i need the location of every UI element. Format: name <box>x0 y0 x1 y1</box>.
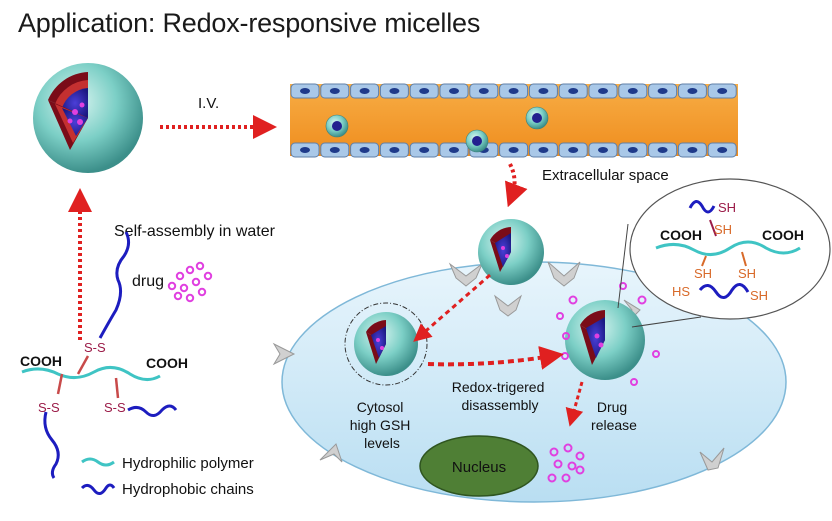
endothelial-nucleus <box>717 88 728 94</box>
release-arrow <box>565 381 584 427</box>
endothelial-nucleus <box>538 147 549 153</box>
iv-label: I.V. <box>198 95 219 112</box>
endothelial-nucleus <box>568 88 579 94</box>
micelle-in-vessel <box>465 129 489 153</box>
zoom-connector <box>617 223 629 309</box>
endothelial-nucleus <box>508 88 519 94</box>
endothelial-nucleus <box>300 147 310 153</box>
drug-release-label: Drug release <box>591 399 637 433</box>
micelle-releasing <box>565 300 645 380</box>
legend-label: Hydrophilic polymer <box>122 455 254 472</box>
endocytosis-chevron <box>272 261 725 471</box>
thiol-label: HS <box>672 284 690 299</box>
released-drug <box>547 282 660 483</box>
polymer-cooh-left: COOH <box>20 353 62 369</box>
vessel-bottom-endothelium <box>290 142 737 158</box>
endothelial-nucleus <box>568 147 579 153</box>
micelle-in-vessel <box>525 106 549 130</box>
redox-label: Redox-trigered disassembly <box>452 379 549 413</box>
endothelial-nucleus <box>389 88 400 94</box>
thiol-label: SH <box>750 288 768 303</box>
endothelial-nucleus <box>449 147 459 153</box>
nucleus <box>419 435 539 497</box>
endothelial-nucleus <box>329 147 340 153</box>
micelle-in-cytosol <box>344 302 428 386</box>
endothelial-nucleus <box>359 147 370 153</box>
endothelial-nucleus <box>419 88 430 94</box>
polymer-structure <box>21 231 178 479</box>
zoom-inset <box>629 178 831 320</box>
endothelial-nucleus <box>717 147 728 153</box>
endothelial-nucleus <box>627 147 638 153</box>
thiol-label: SH <box>718 200 736 215</box>
endothelial-nucleus <box>359 88 370 94</box>
thiol-label: SH <box>714 222 732 237</box>
endothelial-nucleus <box>687 88 698 94</box>
self-assembly-label: Self-assembly in water <box>114 223 276 240</box>
endothelial-nucleus <box>329 88 340 94</box>
drug-label: drug <box>132 273 164 290</box>
endothelial-nucleus <box>598 88 608 94</box>
endothelial-nucleus <box>538 88 549 94</box>
endothelial-nucleus <box>449 88 459 94</box>
legend-swatch-hydrophilic <box>81 457 115 467</box>
thiol-label: SH <box>738 266 756 281</box>
micelle-large <box>33 63 143 173</box>
legend: Hydrophilic polymer Hydrophobic chains <box>80 455 254 498</box>
zoom-cooh-left: COOH <box>660 227 702 243</box>
endothelial-nucleus <box>657 88 668 94</box>
ss-bond-label: S-S <box>84 340 106 355</box>
endothelial-nucleus <box>508 147 519 153</box>
endosome-arrow <box>413 273 491 342</box>
ss-bond-label: S-S <box>104 400 126 415</box>
micelle-entering-cell <box>478 219 544 285</box>
blood-vessel <box>290 83 738 158</box>
extravasation-arrow <box>504 163 528 208</box>
endothelial-nucleus <box>627 88 638 94</box>
legend-label: Hydrophobic chains <box>122 481 254 498</box>
endothelial-nucleus <box>687 147 698 153</box>
drug-molecules <box>167 261 213 303</box>
nucleus-label: Nucleus <box>452 459 506 476</box>
zoom-connector <box>631 316 702 328</box>
vessel-top-endothelium <box>290 83 737 99</box>
extracellular-label: Extracellular space <box>542 167 669 184</box>
micelle-in-vessel <box>325 114 349 138</box>
endothelial-nucleus <box>598 147 608 153</box>
zoom-cooh-right: COOH <box>762 227 804 243</box>
endothelial-nucleus <box>389 147 400 153</box>
cytosol-label: Cytosol high GSH levels <box>350 399 415 451</box>
endothelial-nucleus <box>300 88 310 94</box>
thiol-label: SH <box>694 266 712 281</box>
endothelial-nucleus <box>657 147 668 153</box>
page-title: Application: Redox-responsive micelles <box>18 8 481 38</box>
ss-bond-label: S-S <box>38 400 60 415</box>
endothelial-nucleus <box>419 147 430 153</box>
legend-swatch-hydrophobic <box>80 483 116 495</box>
disassembly-arrow <box>427 346 564 370</box>
polymer-cooh-right: COOH <box>146 355 188 371</box>
endothelial-nucleus <box>478 88 489 94</box>
